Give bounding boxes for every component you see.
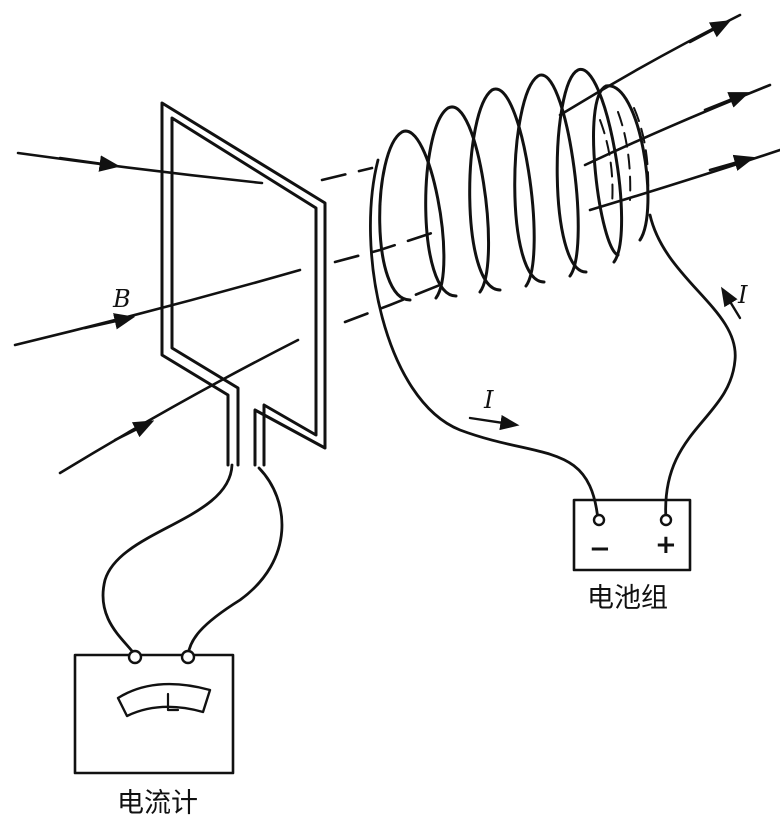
battery-terminal-positive bbox=[659, 513, 673, 527]
coil-shading bbox=[599, 107, 650, 206]
battery bbox=[572, 498, 692, 572]
battery-caption: 电池组 bbox=[587, 583, 668, 614]
galvanometer-dial bbox=[116, 682, 212, 718]
meter-caption: 电流计 bbox=[117, 788, 198, 819]
field-line-top-left bbox=[16, 151, 264, 185]
meter-lead-right bbox=[186, 466, 284, 657]
wire-loop-outer bbox=[160, 101, 327, 467]
wire-loop-inner bbox=[170, 116, 318, 467]
battery-plus-sign: + bbox=[655, 530, 677, 560]
battery-leads bbox=[369, 158, 742, 522]
battery-body bbox=[572, 498, 692, 572]
wire-loop bbox=[160, 101, 327, 467]
meter-leads bbox=[101, 463, 284, 657]
field-line-middle-left bbox=[13, 268, 302, 347]
field-line-bottom-left bbox=[58, 338, 300, 475]
field-line-arrowhead-3 bbox=[113, 420, 155, 442]
galvanometer-needle-icon bbox=[166, 692, 180, 712]
current-arrow-left bbox=[468, 414, 520, 431]
meter-lead-left bbox=[101, 463, 234, 657]
galvanometer-body bbox=[73, 653, 235, 775]
field-line-bottom-right bbox=[588, 148, 780, 212]
battery-lead-positive bbox=[648, 213, 737, 522]
solenoid-coil-icon bbox=[378, 68, 650, 302]
galvanometer-terminal-right bbox=[180, 649, 196, 665]
current-label-right: I bbox=[738, 281, 748, 309]
field-line-middle-right bbox=[583, 83, 772, 167]
battery-lead-negative bbox=[369, 158, 600, 522]
battery-minus-sign: − bbox=[589, 534, 611, 564]
current-label-left: I bbox=[484, 386, 494, 414]
galvanometer bbox=[73, 649, 235, 775]
field-line-arrowhead-1 bbox=[58, 155, 121, 172]
field-lines-dashed bbox=[320, 166, 442, 324]
current-arrow-right bbox=[721, 286, 742, 320]
battery-terminal-negative bbox=[592, 513, 606, 527]
galvanometer-terminal-left bbox=[127, 649, 143, 665]
field-lines-left bbox=[13, 151, 302, 475]
field-symbol-label: B bbox=[113, 285, 131, 313]
field-line-arrowhead-2 bbox=[83, 313, 136, 330]
field-lines-right bbox=[558, 13, 780, 212]
